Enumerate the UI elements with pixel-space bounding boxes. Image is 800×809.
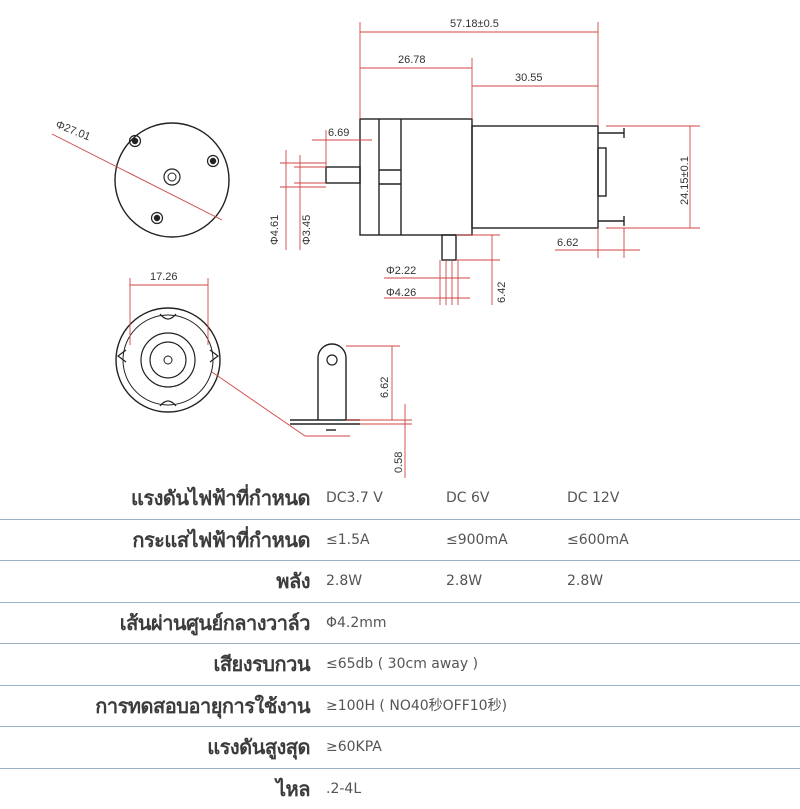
spec-value: DC 12V [567,478,619,519]
dim-d345: Φ3.45 [301,215,313,245]
spec-value: DC 6V [446,478,490,519]
front-view [116,308,220,412]
spec-value: 2.8W [567,561,603,602]
dim-tab-662: 6.62 [379,377,391,398]
end-view-circle [115,123,229,237]
dim-tab-058: 0.58 [393,452,405,473]
dim-height: 24.15±0.1 [679,156,691,205]
spec-row-noise: เสียงรบกวน ≤65db ( 30cm away ) [0,644,800,686]
dim-nozzle: 6.42 [496,282,508,303]
dim-d461: Φ4.61 [269,215,281,245]
spec-label: ไหล [276,769,310,809]
dim-total-length: 57.18±0.5 [450,18,499,30]
spec-label: เส้นผ่านศูนย์กลางวาล์ว [120,603,310,644]
spec-row-power: พลัง 2.8W 2.8W 2.8W [0,561,800,603]
dim-right-length: 30.55 [515,72,543,84]
spec-value: ≥60KPA [326,727,382,768]
dim-left-length: 26.78 [398,54,426,66]
side-view-dimension-lines [280,22,700,305]
spec-row-rated-current: กระแสไฟฟ้าที่กำหนด ≤1.5A ≤900mA ≤600mA [0,520,800,562]
dim-d426: Φ4.26 [386,287,416,299]
spec-value: ≤1.5A [326,520,370,561]
spec-row-life-test: การทดสอบอายุการใช้งาน ≥100H ( NO40秒OFF10… [0,686,800,728]
spec-label: แรงดันไฟฟ้าที่กำหนด [131,478,310,519]
spec-value: 2.8W [446,561,482,602]
spec-value: ≥100H ( NO40秒OFF10秒) [326,686,507,727]
technical-drawing: Φ27.01 [0,0,800,480]
spec-label: กระแสไฟฟ้าที่กำหนด [132,520,310,561]
spec-value: ≤65db ( 30cm away ) [326,644,478,685]
spec-table: แรงดันไฟฟ้าที่กำหนด DC3.7 V DC 6V DC 12V… [0,478,800,809]
spec-value: .2-4L [326,769,361,809]
spec-label: เสียงรบกวน [214,644,310,685]
spec-row-max-pressure: แรงดันสูงสุด ≥60KPA [0,727,800,769]
dim-shaft-ext: 6.69 [328,127,349,139]
spec-label: พลัง [276,561,310,602]
spec-label: แรงดันสูงสุด [207,727,310,768]
dim-terminal: 6.62 [557,237,578,249]
spec-value: ≤600mA [567,520,629,561]
spec-row-valve-diameter: เส้นผ่านศูนย์กลางวาล์ว Φ4.2mm [0,603,800,645]
dim-width-1726: 17.26 [150,271,178,283]
spec-row-flow: ไหล .2-4L [0,769,800,809]
spec-label: การทดสอบอายุการใช้งาน [95,686,310,727]
spec-row-rated-voltage: แรงดันไฟฟ้าที่กำหนด DC3.7 V DC 6V DC 12V [0,478,800,520]
spec-value: ≤900mA [446,520,508,561]
dim-d222: Φ2.22 [386,265,416,277]
body-diameter-dim [52,134,222,220]
bracket-view [290,344,360,430]
spec-value: DC3.7 V [326,478,383,519]
dim-body-dia: Φ27.01 [54,119,92,144]
spec-value: 2.8W [326,561,362,602]
spec-value: Φ4.2mm [326,603,387,644]
